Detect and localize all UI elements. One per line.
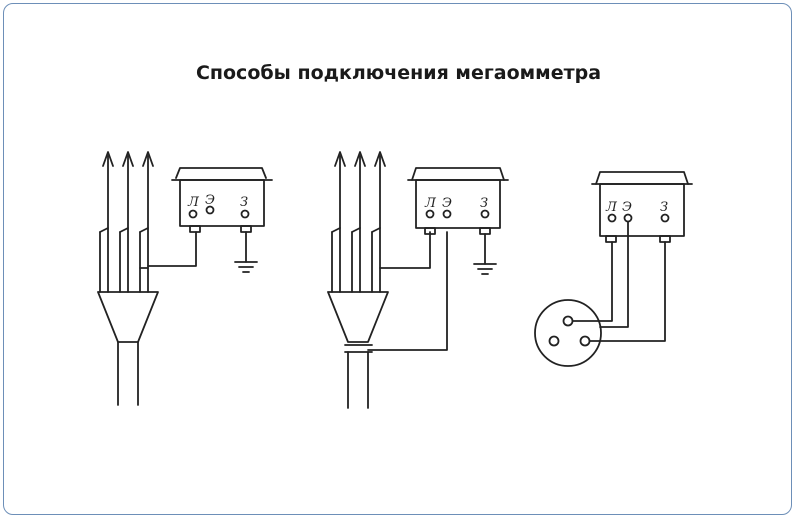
diagram-frame: [3, 3, 792, 515]
terminal-label-g-1: З: [240, 195, 248, 210]
terminal-label-e-3: Э: [622, 200, 632, 215]
terminal-label-g-3: З: [660, 200, 668, 215]
megohmmeter-3: [599, 183, 685, 237]
arrow-head-1: [102, 151, 114, 167]
terminal-label-e-1: Э: [205, 193, 215, 208]
meter-lid-1: [175, 167, 267, 179]
terminal-label-l-1: Л: [187, 195, 200, 210]
arrow-head-3: [142, 151, 154, 167]
cable-termination-1: [97, 291, 159, 343]
cable-cross-section: [534, 299, 602, 367]
diagram-2-cable-line-screen-ground: [327, 151, 509, 409]
terminal-label-e-2: Э: [442, 196, 452, 211]
megohmmeter-1: [179, 179, 265, 227]
diagram-3-cable-cross-section: [534, 171, 693, 367]
megohmmeter-2: [415, 179, 501, 229]
arrow-head-2: [122, 151, 134, 167]
diagram-1-cable-line-ground: [97, 151, 273, 406]
terminal-label-g-2: З: [480, 196, 488, 211]
cable-termination-2: [327, 291, 389, 343]
terminal-label-l-2: Л: [424, 196, 437, 211]
terminal-label-l-3: Л: [605, 200, 618, 215]
page-title: Способы подключения мегаомметра: [195, 62, 602, 84]
